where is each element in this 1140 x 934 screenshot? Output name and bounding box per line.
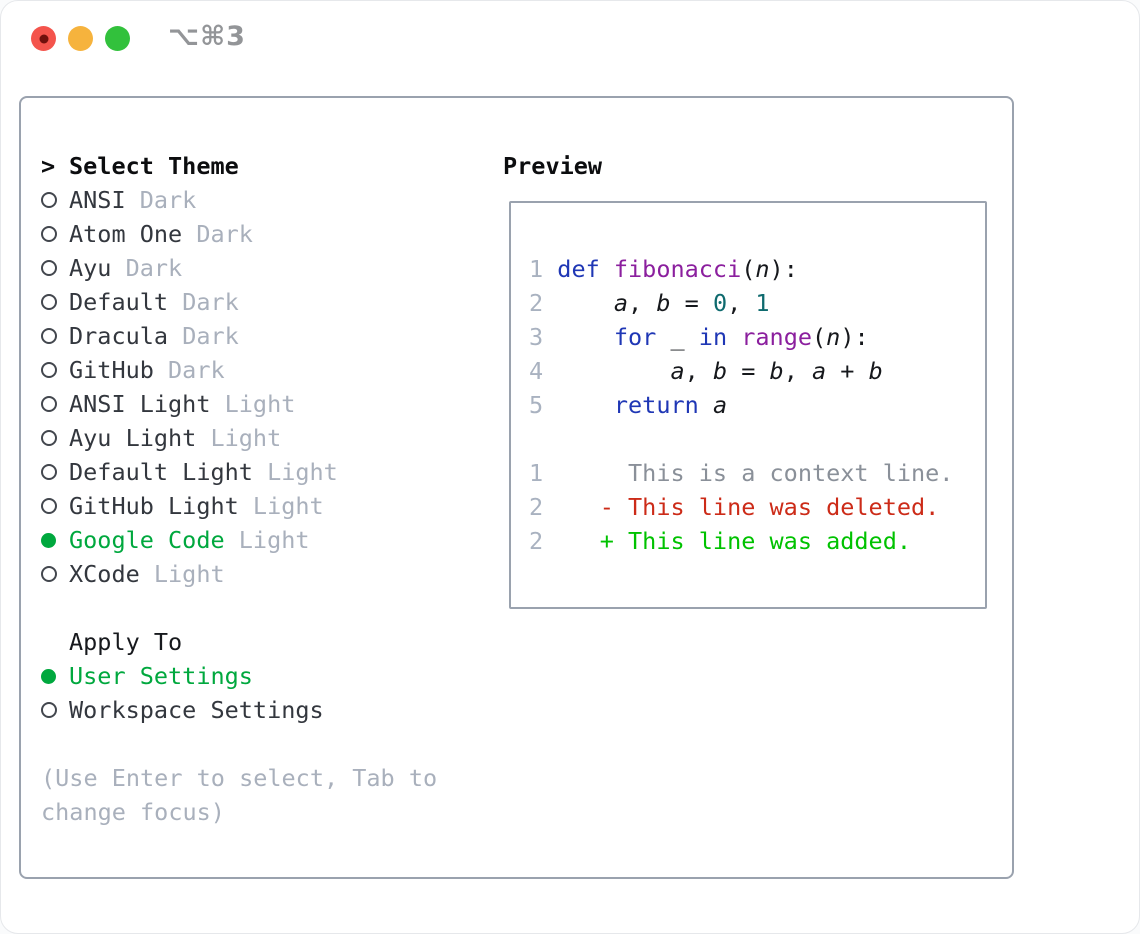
theme-variant: Light bbox=[267, 458, 338, 486]
zoom-button[interactable] bbox=[105, 26, 130, 51]
theme-option-github-light[interactable]: GitHub Light Light bbox=[41, 489, 503, 523]
theme-option-atom-one[interactable]: Atom One Dark bbox=[41, 217, 503, 251]
radio-icon bbox=[41, 226, 57, 242]
theme-variant: Dark bbox=[182, 322, 239, 350]
line-number: 1 bbox=[529, 255, 558, 283]
apply-option-workspace-settings[interactable]: Workspace Settings bbox=[41, 693, 503, 727]
line-number: 2 bbox=[529, 493, 558, 521]
theme-name: ANSI Light bbox=[69, 390, 211, 418]
code-line: 2 + This line was added. bbox=[529, 527, 912, 555]
apply-to-title: Apply To bbox=[69, 628, 183, 656]
radio-icon bbox=[41, 294, 57, 310]
theme-name: Atom One bbox=[69, 220, 183, 248]
theme-option-ayu[interactable]: Ayu Dark bbox=[41, 251, 503, 285]
radio-icon bbox=[41, 430, 57, 446]
code-preview: 1 def fibonacci(n): 2 a, b = 0, 1 3 for _ … bbox=[529, 252, 985, 558]
minimize-button[interactable] bbox=[68, 26, 93, 51]
window-shortcut-label: ⌥⌘3 bbox=[168, 21, 246, 52]
line-number: 1 bbox=[529, 459, 558, 487]
theme-name: Dracula bbox=[69, 322, 169, 350]
theme-name: ANSI bbox=[69, 186, 126, 214]
theme-option-ansi[interactable]: ANSI Dark bbox=[41, 183, 503, 217]
theme-option-xcode[interactable]: XCode Light bbox=[41, 557, 503, 591]
line-number: 3 bbox=[529, 323, 558, 351]
apply-option-label: Workspace Settings bbox=[69, 696, 324, 724]
theme-variant: Light bbox=[153, 560, 225, 588]
titlebar: ⌥⌘3 bbox=[1, 1, 1139, 81]
apply-option-user-settings[interactable]: User Settings bbox=[41, 659, 503, 693]
radio-icon bbox=[41, 498, 57, 514]
theme-option-google-code[interactable]: Google Code Light bbox=[41, 523, 503, 557]
close-button[interactable] bbox=[31, 26, 56, 51]
theme-name: GitHub bbox=[69, 356, 154, 384]
code-line: 3 for _ in range(n): bbox=[529, 323, 869, 351]
traffic-lights bbox=[31, 26, 130, 51]
theme-variant: Light bbox=[224, 390, 296, 418]
select-theme-title: Select Theme bbox=[69, 152, 239, 180]
preview-title: Preview bbox=[503, 152, 603, 180]
theme-name: Default bbox=[69, 288, 169, 316]
code-line: 5 return a bbox=[529, 391, 728, 419]
radio-icon bbox=[41, 362, 57, 378]
apply-option-label: User Settings bbox=[69, 662, 253, 690]
code-line: 1 def fibonacci(n): bbox=[529, 255, 798, 283]
theme-variant: Light bbox=[210, 424, 282, 452]
theme-name: Google Code bbox=[69, 526, 225, 554]
radio-icon bbox=[41, 464, 57, 480]
radio-icon bbox=[41, 328, 57, 344]
code-line: 4 a, b = b, a + b bbox=[529, 357, 883, 385]
theme-variant: Dark bbox=[139, 186, 197, 214]
theme-variant: Dark bbox=[196, 220, 253, 248]
theme-variant: Light bbox=[238, 526, 310, 554]
theme-option-dracula[interactable]: Dracula Dark bbox=[41, 319, 503, 353]
select-theme-header: > Select Theme bbox=[41, 149, 503, 183]
theme-variant: Dark bbox=[125, 254, 183, 282]
theme-option-default[interactable]: Default Dark bbox=[41, 285, 503, 319]
theme-name: GitHub Light bbox=[69, 492, 239, 520]
code-line: 2 a, b = 0, 1 bbox=[529, 289, 770, 317]
radio-icon bbox=[41, 396, 57, 412]
theme-name: Ayu Light bbox=[69, 424, 197, 452]
radio-icon bbox=[41, 702, 57, 718]
spacer bbox=[41, 591, 503, 625]
radio-icon bbox=[41, 192, 57, 208]
prompt-icon: > bbox=[41, 152, 56, 180]
code-line bbox=[529, 422, 985, 456]
preview-pane: Preview 1 def fibonacci(n): 2 a, b = 0, 1… bbox=[503, 149, 992, 877]
theme-variant: Dark bbox=[168, 356, 225, 384]
radio-icon bbox=[41, 260, 57, 276]
line-number: 2 bbox=[529, 289, 558, 317]
radio-selected-icon bbox=[41, 532, 56, 548]
code-line: 1 This is a context line. bbox=[529, 459, 954, 487]
theme-option-default-light[interactable]: Default Light Light bbox=[41, 455, 503, 489]
theme-option-ansi-light[interactable]: ANSI Light Light bbox=[41, 387, 503, 421]
line-number: 2 bbox=[529, 527, 558, 555]
theme-option-github[interactable]: GitHub Dark bbox=[41, 353, 503, 387]
line-number: 5 bbox=[529, 391, 558, 419]
theme-name: Ayu bbox=[69, 254, 112, 282]
edited-dot-icon bbox=[39, 34, 48, 43]
spacer bbox=[41, 727, 503, 761]
theme-variant: Light bbox=[252, 492, 324, 520]
theme-variant: Dark bbox=[182, 288, 239, 316]
theme-option-ayu-light[interactable]: Ayu Light Light bbox=[41, 421, 503, 455]
apply-to-header: Apply To bbox=[41, 625, 503, 659]
theme-name: Default Light bbox=[69, 458, 253, 486]
code-line: 2 - This line was deleted. bbox=[529, 493, 940, 521]
radio-icon bbox=[41, 566, 57, 582]
theme-name: XCode bbox=[69, 560, 140, 588]
hint-text: (Use Enter to select, Tab to change focu… bbox=[41, 764, 438, 826]
radio-selected-icon bbox=[41, 668, 56, 684]
preview-box: 1 def fibonacci(n): 2 a, b = 0, 1 3 for _ … bbox=[509, 201, 987, 609]
line-number: 4 bbox=[529, 357, 558, 385]
